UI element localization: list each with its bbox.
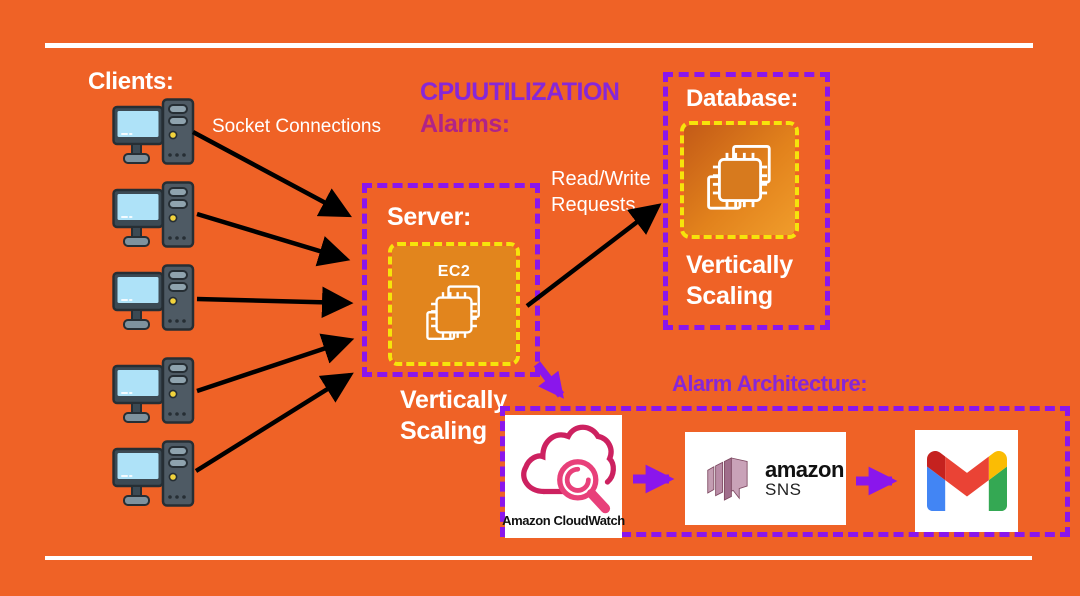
server-ec2-icon-box: EC2 <box>388 242 520 366</box>
server-scaling-line1: Vertically <box>400 386 507 414</box>
sns-card: amazon SNS <box>685 432 846 525</box>
desktop-computer-icon <box>112 440 195 507</box>
database-scaling-line2: Scaling <box>686 282 773 310</box>
desktop-computer-icon <box>112 264 195 331</box>
desktop-computer-icon <box>112 357 195 424</box>
client-computer-2 <box>112 181 196 254</box>
alarm-architecture-heading: Alarm Architecture: <box>672 371 868 396</box>
database-label: Database: <box>686 85 799 112</box>
database-ec2-icon-box <box>680 121 799 239</box>
server-to-database-arrow <box>525 203 662 308</box>
read-write-label: Read/Write Requests <box>551 166 651 218</box>
desktop-computer-icon <box>112 98 195 165</box>
cpu-utilization-line2: Alarms: <box>420 110 510 138</box>
client5-to-server-arrow <box>194 372 354 473</box>
client1-to-server-arrow <box>191 130 352 218</box>
cloudwatch-cloud-magnifier-icon <box>520 424 616 514</box>
ec2-label: EC2 <box>437 262 471 280</box>
clients-label: Clients: <box>88 68 174 95</box>
client2-to-server-arrow <box>196 211 351 267</box>
client4-to-server-arrow <box>196 333 355 394</box>
cpu-utilization-heading: CPUUTILIZATION Alarms: <box>420 76 620 141</box>
client-computer-3 <box>112 264 196 337</box>
sns-brand-label: amazon <box>765 456 844 482</box>
client-computer-4 <box>112 357 196 430</box>
server-scaling-caption: Vertically Scaling <box>400 385 507 447</box>
sns-name-label: SNS <box>765 480 802 500</box>
client3-to-server-arrow <box>196 286 354 319</box>
cpu-utilization-line1: CPUUTILIZATION <box>420 78 620 106</box>
read-write-line1: Read/Write <box>551 168 651 190</box>
database-scaling-caption: Vertically Scaling <box>686 250 793 312</box>
read-write-line2: Requests <box>551 194 636 216</box>
database-group-box <box>663 72 830 330</box>
cloudwatch-label: Amazon CloudWatch <box>502 513 625 528</box>
gmail-m-icon <box>926 451 1007 511</box>
bottom-divider <box>45 556 1032 560</box>
alarm-architecture-box <box>500 406 1070 537</box>
cloudwatch-card: Amazon CloudWatch <box>502 415 625 538</box>
gmail-card <box>915 430 1018 532</box>
socket-connections-label: Socket Connections <box>212 116 381 137</box>
client-computer-5 <box>112 440 196 513</box>
desktop-computer-icon <box>112 181 195 248</box>
ec2-chip-icon <box>426 284 480 340</box>
top-divider <box>45 43 1033 48</box>
client-computer-1 <box>112 98 196 171</box>
server-to-alarm-arrow <box>533 361 565 399</box>
sns-layered-panels-icon <box>707 456 748 501</box>
server-scaling-line2: Scaling <box>400 417 487 445</box>
database-chip-icon <box>706 145 771 210</box>
server-label: Server: <box>387 203 472 231</box>
database-scaling-line1: Vertically <box>686 251 793 279</box>
